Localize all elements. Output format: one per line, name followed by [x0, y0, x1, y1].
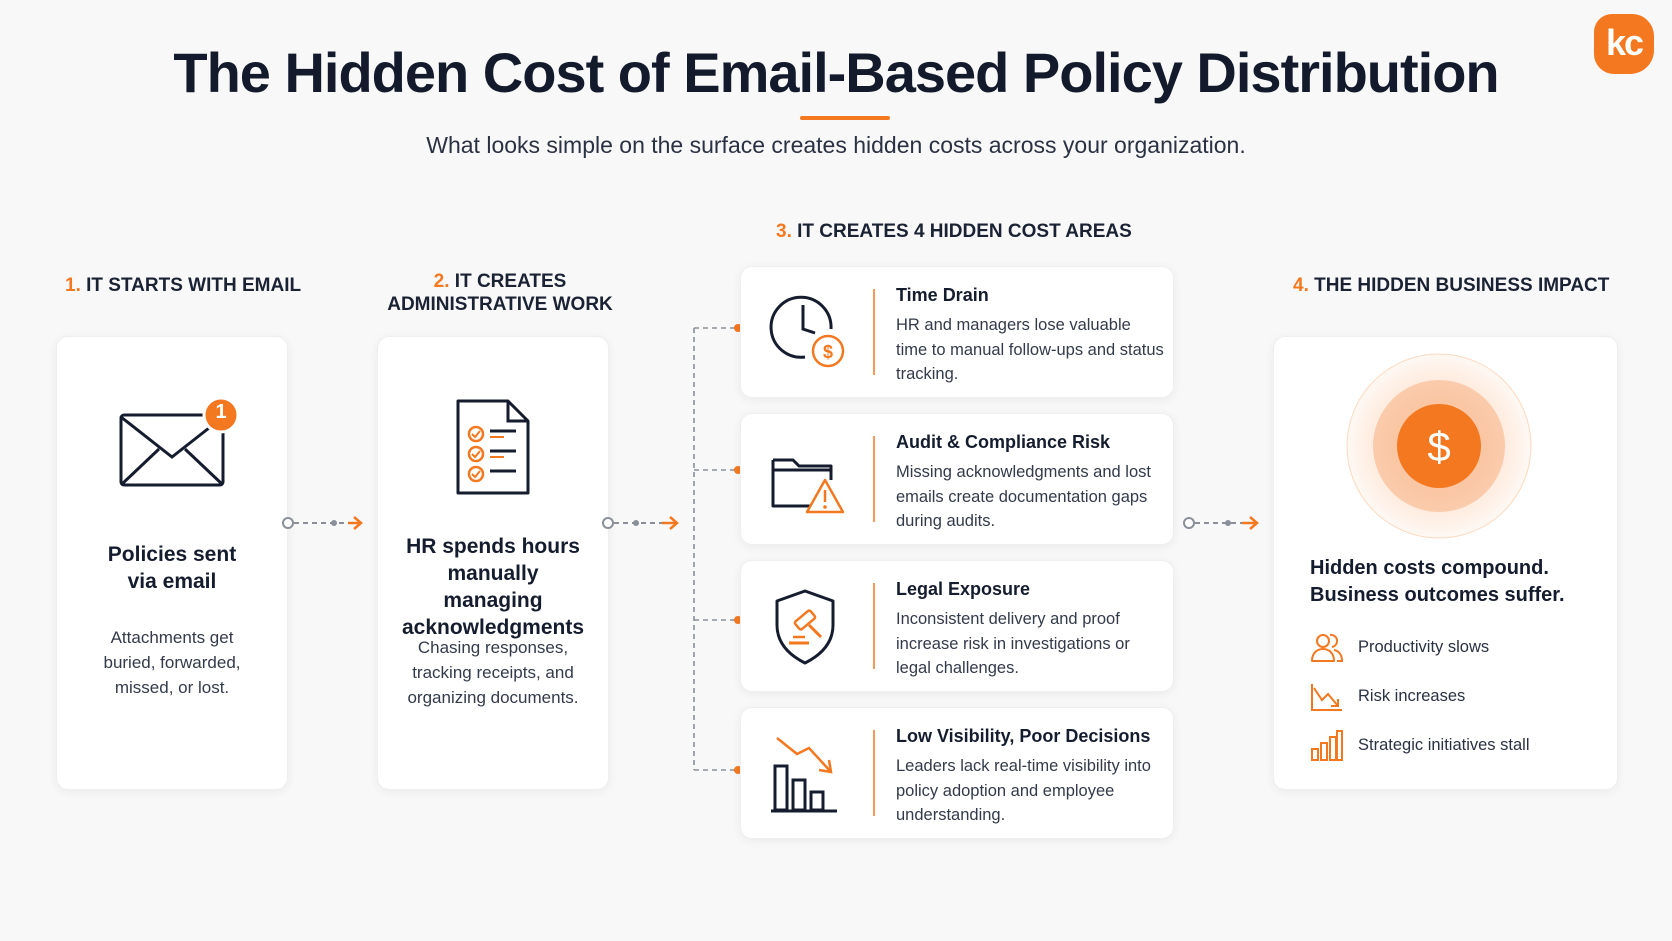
- declining-bar-chart-icon: [769, 734, 849, 814]
- svg-text:$: $: [823, 342, 833, 362]
- step-2-number: 2.: [433, 271, 450, 292]
- step-4-heading-text: THE HIDDEN BUSINESS IMPACT: [1314, 275, 1610, 296]
- folder-warning-icon: [769, 440, 849, 520]
- title-underline: [800, 116, 890, 120]
- step-4-card: $ Hidden costs compound. Business outcom…: [1273, 336, 1618, 790]
- step-1-number: 1.: [65, 275, 81, 296]
- impact-item: Productivity slows: [1310, 631, 1600, 665]
- step-1-heading: 1. IT STARTS WITH EMAIL: [65, 274, 301, 297]
- step-2-heading: 2. IT CREATES ADMINISTRATIVE WORK: [380, 270, 620, 316]
- page-subtitle: What looks simple on the surface creates…: [426, 132, 1246, 158]
- step-3-heading-text: IT CREATES 4 HIDDEN COST AREAS: [797, 221, 1132, 242]
- cost-description-legal-exposure: Inconsistent delivery and proof increase…: [896, 610, 1130, 677]
- impact-item: Risk increases: [1310, 680, 1600, 714]
- impact-label: Productivity slows: [1358, 638, 1490, 656]
- cost-title-low-visibility: Low Visibility, Poor Decisions: [896, 726, 1151, 746]
- step-2-title: HR spends hours manually managing acknow…: [401, 535, 585, 639]
- cost-divider: [873, 289, 875, 375]
- cost-card-legal-exposure: Legal Exposure Inconsistent delivery and…: [740, 560, 1174, 692]
- cost-divider: [873, 583, 875, 669]
- impact-label: Risk increases: [1358, 687, 1466, 705]
- cost-card-time-drain: $ Time Drain HR and managers lose valuab…: [740, 266, 1174, 398]
- step-2-heading-line1: IT CREATES: [454, 271, 567, 292]
- step-1-heading-text: IT STARTS WITH EMAIL: [86, 275, 302, 296]
- cost-description-time-drain: HR and managers lose valuable time to ma…: [896, 316, 1164, 383]
- clock-dollar-icon: $: [769, 293, 849, 373]
- cost-title-legal-exposure: Legal Exposure: [896, 579, 1031, 599]
- notification-badge: 1: [215, 401, 227, 423]
- step-4-number: 4.: [1293, 275, 1309, 296]
- declining-line-icon: [1310, 680, 1344, 714]
- impact-item: Strategic initiatives stall: [1310, 729, 1600, 763]
- page-title: The Hidden Cost of Email-Based Policy Di…: [173, 41, 1499, 104]
- step-3-heading: 3. IT CREATES 4 HIDDEN COST AREAS: [776, 220, 1132, 243]
- cost-divider: [873, 436, 875, 522]
- impact-label: Strategic initiatives stall: [1358, 736, 1530, 754]
- connector-arrow-3: [1180, 513, 1270, 533]
- step-1-title: Policies sent via email: [107, 543, 237, 593]
- checklist-document-icon: [456, 399, 532, 495]
- cost-card-low-visibility: Low Visibility, Poor Decisions Leaders l…: [740, 707, 1174, 839]
- step-2-heading-line2: ADMINISTRATIVE WORK: [387, 294, 613, 315]
- connector-arrow-1: [280, 513, 370, 533]
- cost-title-audit-compliance: Audit & Compliance Risk: [896, 432, 1111, 452]
- cost-card-audit-compliance: Audit & Compliance Risk Missing acknowle…: [740, 413, 1174, 545]
- dollar-target-icon: $: [1346, 353, 1532, 539]
- cost-areas-bracket: [690, 320, 750, 780]
- step-2-card: HR spends hours manually managing acknow…: [377, 336, 609, 790]
- step-2-description: Chasing responses, tracking receipts, an…: [407, 638, 579, 707]
- bar-chart-icon: [1310, 729, 1344, 763]
- cost-divider: [873, 730, 875, 816]
- kc-logo: kc: [1594, 14, 1654, 74]
- step-1-description: Attachments get buried, forwarded, misse…: [103, 628, 241, 697]
- cost-description-audit-compliance: Missing acknowledgments and lost emails …: [896, 463, 1151, 530]
- shield-gavel-icon: [769, 587, 849, 667]
- step-1-card: 1 Policies sent via email Attachments ge…: [56, 336, 288, 790]
- cost-description-low-visibility: Leaders lack real-time visibility into p…: [896, 757, 1151, 824]
- step-3-number: 3.: [776, 221, 792, 242]
- cost-title-time-drain: Time Drain: [896, 285, 989, 305]
- people-icon: [1310, 631, 1344, 665]
- connector-arrow-2: [600, 513, 690, 533]
- svg-text:$: $: [1427, 423, 1450, 470]
- envelope-icon: 1: [119, 397, 239, 497]
- step-4-title: Hidden costs compound. Business outcomes…: [1310, 557, 1565, 606]
- step-4-heading: 4. THE HIDDEN BUSINESS IMPACT: [1293, 274, 1609, 297]
